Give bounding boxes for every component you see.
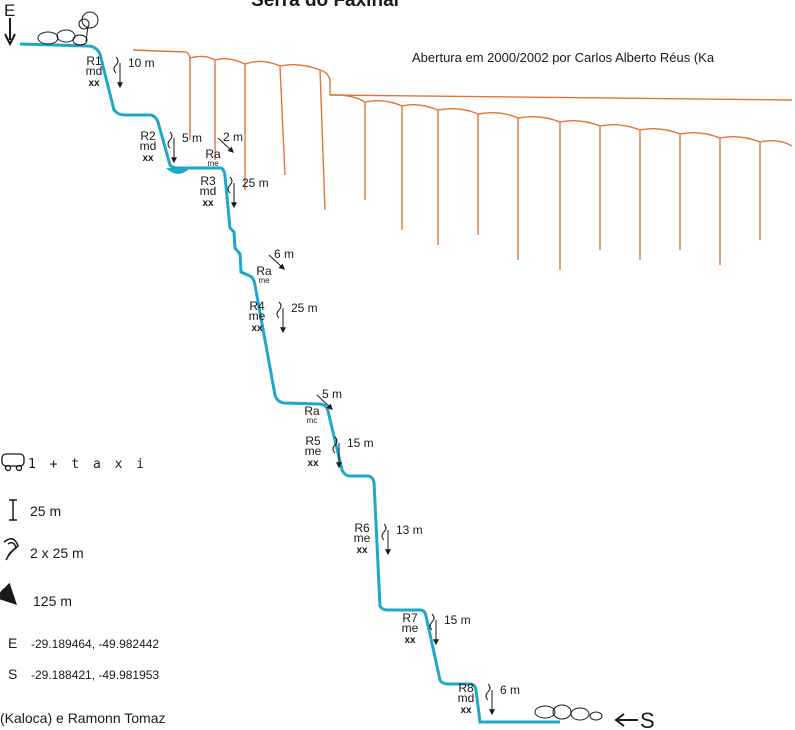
ramp-sub: me <box>258 276 270 285</box>
rope-squiggle-icon <box>113 56 119 74</box>
rappel-bolt: xx <box>142 153 154 164</box>
rocks-icon <box>534 704 603 721</box>
rappel-height: 10 m <box>128 56 155 70</box>
credit-bottom: (Kaloca) e Ramonn Tomaz <box>0 710 165 726</box>
exit-label: S <box>640 708 655 730</box>
rappel-height-icon <box>9 499 17 521</box>
legend-transport: 1 + t a x i <box>28 457 147 472</box>
legend-exit-label: S <box>8 666 17 682</box>
legend-descent: 125 m <box>33 593 72 609</box>
rappel-anchor: me <box>249 309 266 323</box>
rappel-bolt: xx <box>460 705 472 716</box>
rappel-bolt: xx <box>356 545 368 556</box>
exit-arrow-icon <box>614 713 638 727</box>
rope-squiggle-icon <box>227 176 233 194</box>
rappel-bolt: xx <box>202 198 214 209</box>
rappel-height: 5 m <box>182 131 202 145</box>
ramp-sub: mc <box>307 416 318 425</box>
entry-label: E <box>4 1 15 20</box>
descent-route <box>19 42 560 724</box>
rappel-bolt: xx <box>251 323 263 334</box>
cliff-outline <box>132 49 793 270</box>
ramp-id: Ra <box>205 147 221 161</box>
rappel-height: 15 m <box>444 613 471 627</box>
ramp-length: 6 m <box>274 247 294 261</box>
ramp-length: 2 m <box>223 130 243 144</box>
rappel-anchor: me <box>354 531 371 545</box>
rappel-id: R4 <box>249 299 265 313</box>
rope-squiggle-icon <box>485 683 491 701</box>
rappel-height: 25 m <box>242 176 269 190</box>
diagram-title: Serra do Faxinal <box>251 0 399 11</box>
rope-squiggle-icon <box>332 436 338 454</box>
rappel-anchor: me <box>402 621 419 635</box>
credit-top: Abertura em 2000/2002 por Carlos Alberto… <box>412 50 715 65</box>
rappel-id: R6 <box>354 521 370 535</box>
rappel-height: 15 m <box>347 436 374 450</box>
legend-max-rappel: 25 m <box>30 503 61 519</box>
ramp-length: 5 m <box>322 387 342 401</box>
rappel-anchor: md <box>458 691 475 705</box>
legend-exit-coord: -29.188421, -49.981953 <box>31 668 159 682</box>
legend-rope: 2 x 25 m <box>30 545 84 561</box>
rappel-id: R5 <box>305 434 321 448</box>
rappel-id: R7 <box>402 611 418 625</box>
rappel-bolt: xx <box>88 78 100 89</box>
rappel-height: 25 m <box>291 301 318 315</box>
rope-squiggle-icon <box>167 131 173 149</box>
legend: 1 + t a x i 25 m 2 x 25 m 125 m E -29.18… <box>0 453 159 682</box>
rope-squiggle-icon <box>276 301 282 319</box>
rappel-anchor: md <box>86 64 103 78</box>
ramp-id: Ra <box>304 404 320 418</box>
pool <box>166 168 190 174</box>
rappel-anchor: md <box>140 139 157 153</box>
rappel-id: R1 <box>86 54 102 68</box>
rope-squiggle-icon <box>381 523 387 541</box>
ramp-arrow-icon <box>316 394 333 410</box>
ramp-id: Ra <box>256 264 272 278</box>
rappel-anchor: md <box>200 184 217 198</box>
rappel-height: 6 m <box>500 683 520 697</box>
legend-entry-label: E <box>8 635 17 651</box>
ramp-sub: me <box>207 159 219 168</box>
rappel-bolt: xx <box>307 458 319 469</box>
rappel-anchor: me <box>305 444 322 458</box>
legend-entry-coord: -29.189464, -49.982442 <box>31 637 159 651</box>
rope-icon <box>3 538 19 561</box>
ramp-arrow-icon <box>217 137 234 153</box>
rappel-id: R8 <box>458 681 474 695</box>
rappel-id: R2 <box>140 129 156 143</box>
ramp-arrow-icon <box>268 254 285 270</box>
rock-tree-icon <box>37 11 99 46</box>
entry-arrow-icon <box>4 18 16 47</box>
rappel-height: 13 m <box>396 523 423 537</box>
descent-arrow-icon <box>0 582 17 605</box>
car-icon <box>1 453 25 472</box>
rope-squiggle-icon <box>429 613 435 631</box>
rappel-id: R3 <box>200 174 216 188</box>
rappel-bolt: xx <box>404 635 416 646</box>
